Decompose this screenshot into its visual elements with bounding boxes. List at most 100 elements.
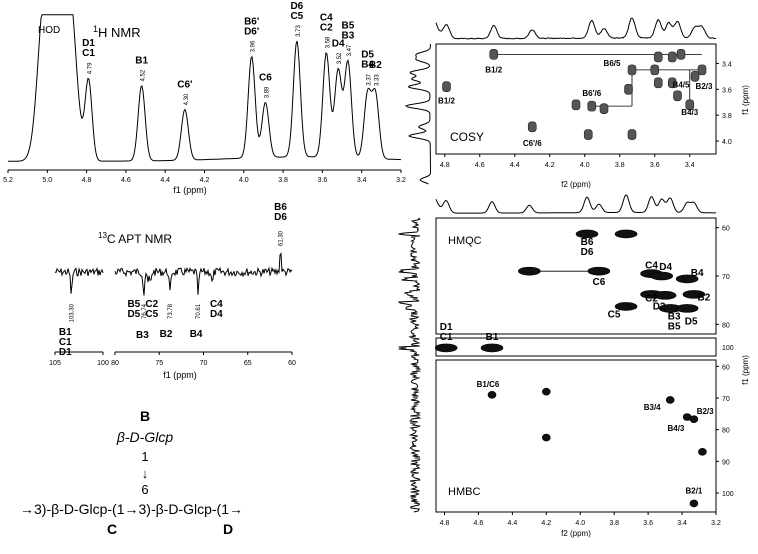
- hmbc-xtick-label: 3.8: [609, 520, 619, 527]
- h1-peak-value: 4.30: [184, 93, 190, 105]
- cosy-xtick-label: 4.2: [545, 162, 555, 169]
- c13-trace-right: [114, 252, 293, 296]
- h1-tick-label: 5.0: [42, 177, 52, 184]
- cosy-xtick-label: 4.4: [510, 162, 520, 169]
- hmbc-xtick-label: 4.6: [474, 520, 484, 527]
- c13-tick-label: 65: [244, 360, 252, 367]
- hmbc-xtick-label: 4.2: [541, 520, 551, 527]
- hmqc-crosspeak-label: C2: [645, 293, 658, 304]
- hmbc-crosspeak: [542, 433, 551, 442]
- c13-title: 13C APT NMR: [98, 231, 172, 246]
- cosy-crosspeak: [624, 83, 633, 95]
- c13-peak-label: D6: [274, 212, 287, 223]
- h1-peak-value: 3.89: [264, 86, 270, 98]
- hmbc-crosspeak: [698, 448, 707, 456]
- cosy-crosspeak-label: B1/2: [438, 97, 455, 106]
- h1-peak-label: C2: [320, 22, 333, 33]
- hmqc-crosspeak: [650, 271, 673, 281]
- c13-tick-label: 75: [155, 360, 163, 367]
- h1-peak-label: B2: [369, 60, 382, 71]
- h1-peak-value: 3.96: [251, 40, 257, 52]
- h1-peak-label: B4: [361, 60, 374, 71]
- cosy-crosspeak: [653, 51, 663, 63]
- c13-peak-label: D5: [127, 309, 140, 320]
- h1-trace: [8, 14, 401, 162]
- h1-tick-label: 4.0: [239, 177, 249, 184]
- cosy-xtick-label: 3.4: [685, 162, 695, 169]
- h1-peak-label: C6: [259, 72, 272, 83]
- hmbc-crosspeak: [487, 391, 497, 399]
- hmqc-crosspeak: [480, 343, 504, 353]
- backbone-chain: →3)-β-D-Glcp-(1→3)-β-D-Glcp-(1→: [20, 501, 243, 517]
- hmqc-crosspeak-label: B2: [698, 292, 711, 303]
- h1-peak-label: B3: [342, 30, 355, 41]
- cosy-crosspeak: [527, 121, 537, 133]
- cosy-crosspeak: [690, 71, 700, 82]
- hmqc-crosspeak-label: B6: [581, 237, 594, 248]
- cosy-crosspeak: [673, 90, 682, 102]
- hmqc-ytick-label: 70: [722, 274, 730, 281]
- hmqc-crosspeak: [434, 343, 458, 353]
- hmqc-crosspeak-label: C6: [593, 277, 606, 288]
- hmqc-crosspeak: [675, 304, 699, 313]
- hmbc-crosspeak-label: B2/3: [697, 407, 714, 416]
- h1-peak-value: 4.79: [88, 62, 94, 74]
- c13-peak-label: B4: [190, 329, 203, 340]
- hmbc-crosspeak: [542, 387, 551, 396]
- h1-peak-value: 3.37: [367, 73, 373, 85]
- h1-peak-value: 3.52: [337, 52, 343, 64]
- hmbc-xtick-label: 3.6: [643, 520, 653, 527]
- hmqc-frame-lower: [435, 337, 717, 357]
- hmqc-crosspeak: [675, 274, 699, 284]
- cosy-xtick-label: 4.8: [440, 162, 450, 169]
- residue-b-sugar: β-D-Glcp: [116, 429, 173, 445]
- cosy-xtick-label: 4.6: [475, 162, 485, 169]
- h1-peak-label: C4: [320, 12, 333, 23]
- h1-peak-label: D4: [332, 38, 345, 49]
- cosy-crosspeak: [627, 129, 637, 140]
- hmbc-frame: [435, 359, 717, 513]
- cosy-crosspeak: [653, 77, 663, 89]
- h1-peak-value: 3.47: [347, 44, 353, 56]
- h1-tick-label: 3.2: [396, 177, 406, 184]
- c13-peak-label: B3: [136, 330, 149, 341]
- cosy-xtick-label: 4.0: [580, 162, 590, 169]
- c13-peak-value: 61.30: [278, 230, 284, 246]
- h1-peak-label: C5: [290, 11, 303, 22]
- h1-peak-label: B5: [342, 20, 355, 31]
- link-arrow: ↓: [142, 466, 149, 481]
- h1-peak-label: B6: [290, 0, 303, 2]
- c13-peak-label: C5: [145, 309, 158, 320]
- hmbc-ytick-label: 80: [722, 428, 730, 435]
- hmqc-left-projection: [397, 217, 422, 513]
- hmbc-xtick-label: 3.2: [711, 520, 721, 527]
- c13-tick-label: 80: [111, 360, 119, 367]
- h1-peak-label: D6': [244, 26, 259, 37]
- hmqc-crosspeak: [653, 291, 677, 300]
- h1-tick-label: 4.8: [82, 177, 92, 184]
- h1-peak-value: 4.52: [141, 69, 147, 81]
- hmqc-crosspeak: [682, 290, 706, 299]
- hmqc-crosspeak-label: C5: [608, 309, 621, 320]
- h1-peak-label: B1: [135, 56, 148, 67]
- cosy-frame: [435, 43, 717, 155]
- link-position-6: 6: [141, 482, 148, 497]
- cosy-title: COSY: [450, 130, 484, 144]
- hmqc-crosspeak-label: B5: [668, 321, 681, 332]
- cosy-crosspeak: [667, 51, 677, 63]
- polysaccharide-structure: B β-D-Glcp 1 ↓ 6 →3)-β-D-Glcp-(1→3)-β-D-…: [20, 408, 243, 537]
- cosy-crosspeak-label: B6'/6: [582, 89, 601, 98]
- residue-c-letter: C: [107, 521, 117, 537]
- hmbc-xtick-label: 4.4: [507, 520, 517, 527]
- cosy-crosspeak-label: B1/2: [485, 65, 502, 74]
- cosy-crosspeak-label: B4/3: [681, 108, 698, 117]
- c13-peak-label: C2: [145, 299, 158, 310]
- hmqc-crosspeak: [614, 229, 638, 239]
- h1-peak-label: D6: [290, 1, 303, 12]
- hmbc-ytick-label: 90: [722, 459, 730, 466]
- cosy-xlabel: f2 (ppm): [561, 180, 591, 189]
- c13-peak-value: 76.74: [142, 303, 148, 319]
